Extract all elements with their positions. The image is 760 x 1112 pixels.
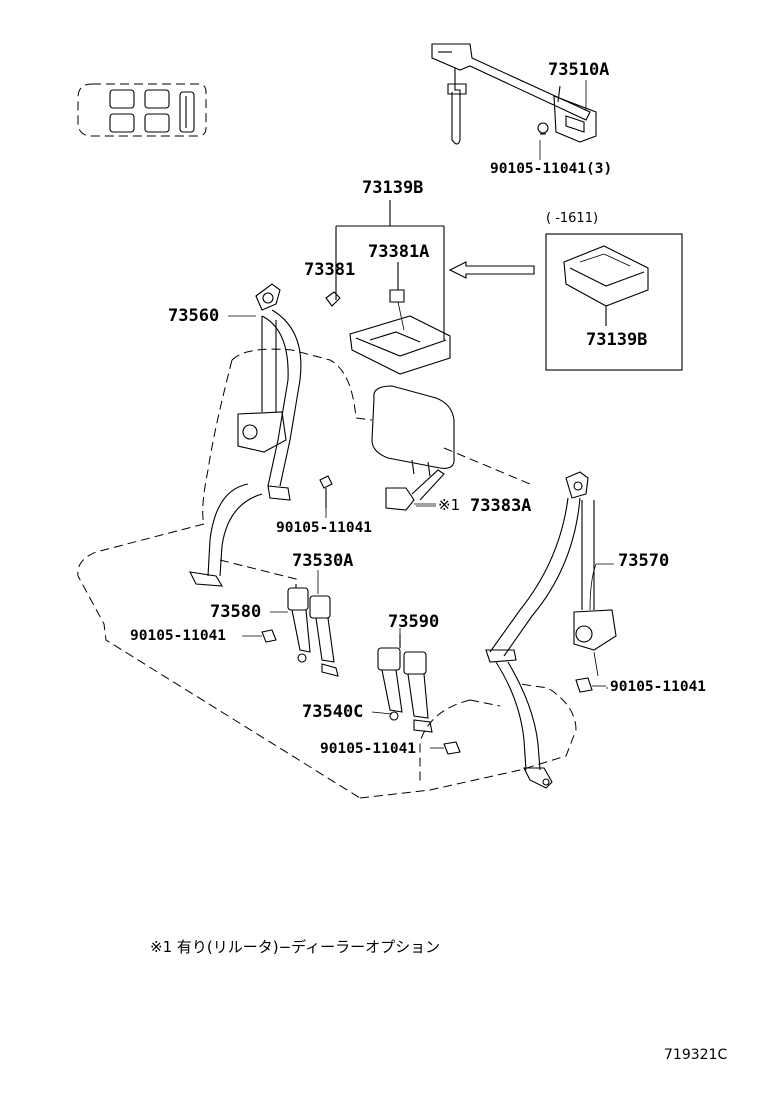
- seat-belt-assembly-73510A: [431, 43, 597, 145]
- part-label-73381: 73381: [304, 260, 356, 280]
- bracket-assembly-73139B: [325, 200, 451, 375]
- buckle-pair-73590-73540C: [377, 634, 433, 733]
- reference-arrow: [448, 261, 535, 279]
- seat-belt-73560: [189, 283, 302, 587]
- footnote: ※1 有り(リルータ)−ディーラーオプション: [150, 938, 441, 956]
- part-label-90105-11041-mid: 90105-11041: [130, 628, 227, 644]
- marker-1: ※1: [438, 496, 461, 514]
- inset-box: [545, 233, 683, 371]
- part-label-73590: 73590: [388, 612, 440, 632]
- bolt-right: [575, 677, 606, 693]
- vehicle-seat-position-icon: [77, 83, 207, 137]
- bolt-bottom: [443, 741, 461, 755]
- part-label-73381A: 73381A: [368, 242, 430, 262]
- part-label-73383A: 73383A: [470, 496, 532, 516]
- part-label-90105-11041-left: 90105-11041: [276, 520, 373, 536]
- buckle-pair-73530A-73580: [287, 584, 339, 677]
- bolt-mid: [261, 629, 277, 643]
- part-label-90105-11041-bottom: 90105-11041: [320, 741, 417, 757]
- part-label-73560: 73560: [168, 306, 220, 326]
- bolt-left: [319, 475, 333, 508]
- part-label-90105-11041-right: 90105-11041: [610, 679, 707, 695]
- part-label-73580: 73580: [210, 602, 262, 622]
- part-label-73139B-top: 73139B: [362, 178, 424, 198]
- seat-belt-73570: [485, 471, 617, 789]
- part-label-73510A: 73510A: [548, 60, 610, 80]
- part-label-73570: 73570: [618, 551, 670, 571]
- inset-box-note: ( -1611): [546, 211, 599, 226]
- rear-seat-outline: [77, 348, 577, 799]
- part-label-73530A: 73530A: [292, 551, 354, 571]
- part-label-73540C: 73540C: [302, 702, 364, 722]
- figure-code: 719321C: [664, 1047, 728, 1063]
- part-label-73139B-inset: 73139B: [586, 330, 648, 350]
- part-label-90105-11041-3: 90105-11041(3): [490, 161, 613, 177]
- leader-lines: [228, 80, 614, 749]
- buckle-73383A: [385, 469, 445, 511]
